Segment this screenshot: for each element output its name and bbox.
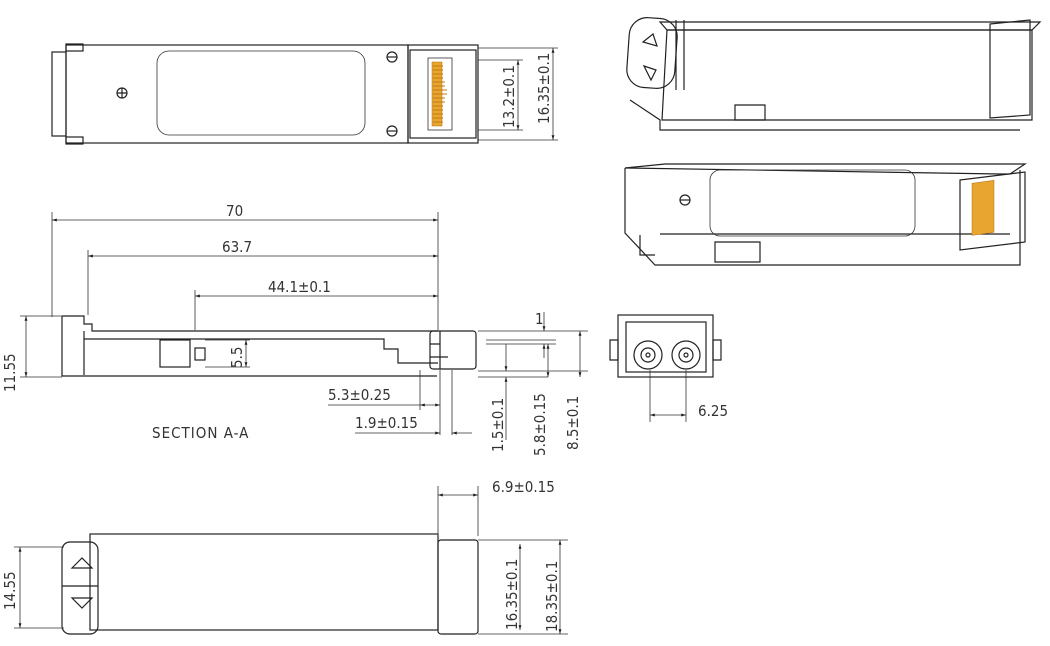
dim-6-9: 6.9±0.15 (492, 478, 555, 496)
triangle-up-icon (70, 557, 94, 569)
dim-1-9: 1.9±0.15 (355, 414, 418, 432)
dim-pcb-thickness: 13.2±0.1 (500, 65, 518, 128)
screw-icon (386, 51, 398, 63)
section-view: 70 63.7 44.1±0.1 11.55 5.5 5.3±0.25 1.9±… (1, 202, 588, 456)
dim-length: 70 (226, 202, 243, 220)
screw-icon (386, 125, 398, 137)
dim-16-35: 16.35±0.1 (503, 559, 521, 630)
screw-icon (116, 87, 128, 99)
dim-44: 44.1±0.1 (268, 278, 331, 296)
dim-top-width: 16.35±0.1 (535, 53, 553, 124)
lc-port-right (671, 340, 701, 370)
dim-1: 1 (535, 310, 544, 328)
isometric-view-bottom (624, 163, 1027, 266)
dim-1-5: 1.5±0.1 (489, 398, 507, 452)
dim-8-5: 8.5±0.1 (564, 396, 582, 450)
dim-63: 63.7 (222, 238, 252, 256)
section-title: SECTION A-A (152, 424, 249, 442)
label-window (709, 169, 916, 237)
end-view: 6.25 (609, 314, 728, 422)
dim-pitch: 6.25 (698, 402, 728, 420)
isometric-view-top (626, 17, 1042, 131)
screw-icon (679, 194, 691, 206)
edge-connector-contacts-iso (971, 180, 995, 236)
lc-port-left (633, 340, 663, 370)
label-window (156, 50, 366, 136)
dim-height: 11.55 (1, 353, 19, 392)
dim-5-8: 5.8±0.15 (531, 393, 549, 456)
edge-connector-contacts (431, 61, 447, 127)
dim-5-3: 5.3±0.25 (328, 386, 391, 404)
top-view: 13.2±0.1 16.35±0.1 (51, 43, 558, 145)
triangle-down-icon (70, 597, 94, 609)
bottom-view: 6.9±0.15 14.55 16.35±0.1 18.35±0.1 (1, 478, 568, 635)
dim-5-5: 5.5 (228, 347, 246, 368)
dim-18-35: 18.35±0.1 (543, 561, 561, 632)
dim-bottom-width: 14.55 (1, 571, 19, 610)
